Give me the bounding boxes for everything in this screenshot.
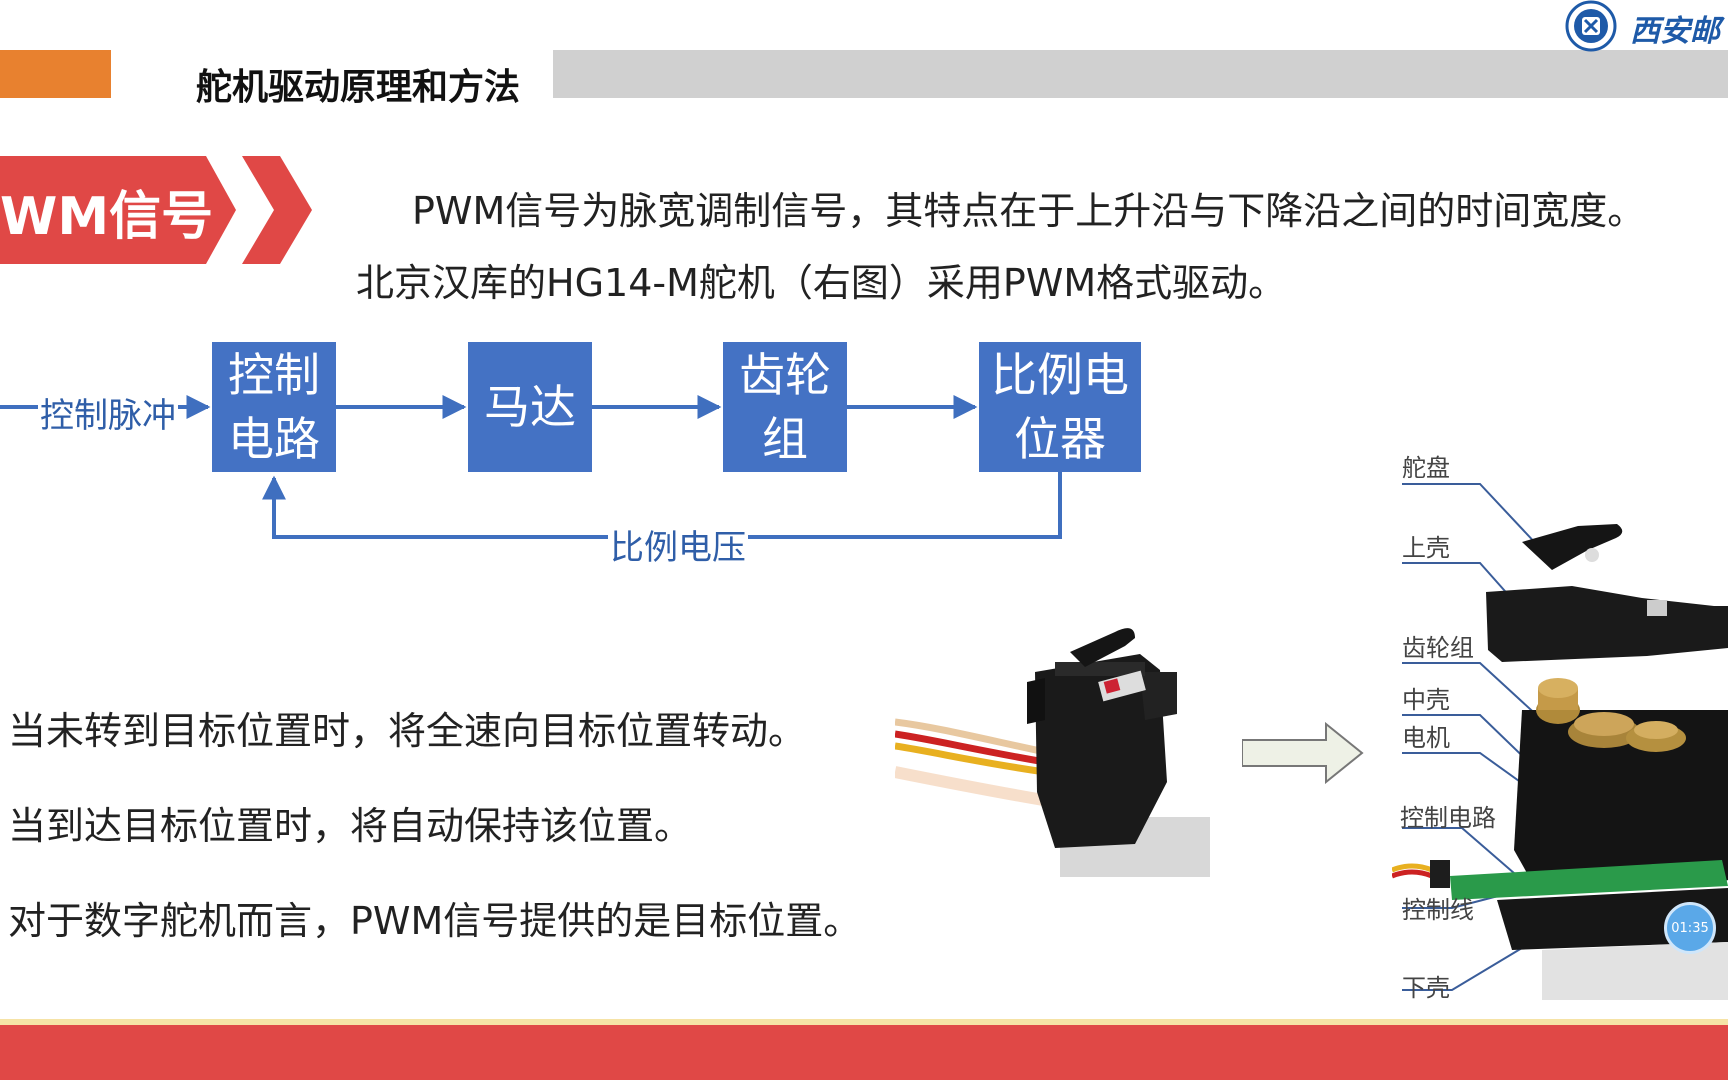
bullet-line: 当未转到目标位置时，将全速向目标位置转动。 <box>8 709 807 753</box>
playback-timer[interactable]: 01:35 <box>1664 902 1716 954</box>
logo-text: 西安邮 <box>1630 14 1720 49</box>
block-text: 马达 <box>484 380 576 434</box>
block-text: 组 <box>762 412 808 466</box>
input-signal-label: 控制脉冲 <box>38 388 178 437</box>
header-accent-bar <box>0 50 111 98</box>
part-label-top-case: 上壳 <box>1402 534 1450 562</box>
block-text: 电路 <box>228 412 320 466</box>
part-label-control-circuit: 控制电路 <box>1400 804 1496 832</box>
block-text: 比例电 <box>991 348 1129 402</box>
bullet-line: 当到达目标位置时，将自动保持该位置。 <box>8 804 693 848</box>
block-motor: 马达 <box>468 342 592 472</box>
block-gear-set: 齿轮组 <box>723 342 847 472</box>
servo-exploded-view <box>1392 483 1728 1000</box>
intro-line-1: PWM信号为脉宽调制信号，其特点在于上升沿与下降沿之间的时间宽度。 <box>412 189 1646 233</box>
part-label-horn: 舵盘 <box>1402 454 1450 482</box>
footer-stripe <box>0 1019 1728 1025</box>
part-label-motor: 电机 <box>1402 724 1450 752</box>
part-label-gear-set: 齿轮组 <box>1402 634 1474 662</box>
university-logo <box>1565 0 1728 52</box>
logo-emblem-icon <box>1565 0 1617 52</box>
page-title: 舵机驱动原理和方法 <box>196 67 521 108</box>
footer-bar <box>0 1025 1728 1080</box>
bullet-line: 对于数字舵机而言，PWM信号提供的是目标位置。 <box>8 899 862 943</box>
block-control-circuit: 控制电路 <box>212 342 336 472</box>
block-text: 位器 <box>1014 412 1106 466</box>
part-label-middle-case: 中壳 <box>1402 686 1450 714</box>
part-label-control-wire: 控制线 <box>1402 896 1474 924</box>
feedback-signal-label: 比例电压 <box>608 520 748 569</box>
arrow-right-icon <box>1242 722 1364 784</box>
block-text: 控制 <box>228 348 320 402</box>
intro-line-2: 北京汉库的HG14-M舵机（右图）采用PWM格式驱动。 <box>356 261 1287 305</box>
block-potentiometer: 比例电位器 <box>979 342 1141 472</box>
section-tag-label: WM信号 <box>0 187 214 247</box>
section-tag-shape <box>0 156 312 264</box>
servo-photo <box>895 628 1210 877</box>
part-label-bottom-case: 下壳 <box>1402 974 1450 1002</box>
header-gray-bar <box>553 50 1728 98</box>
block-text: 齿轮 <box>739 348 831 402</box>
